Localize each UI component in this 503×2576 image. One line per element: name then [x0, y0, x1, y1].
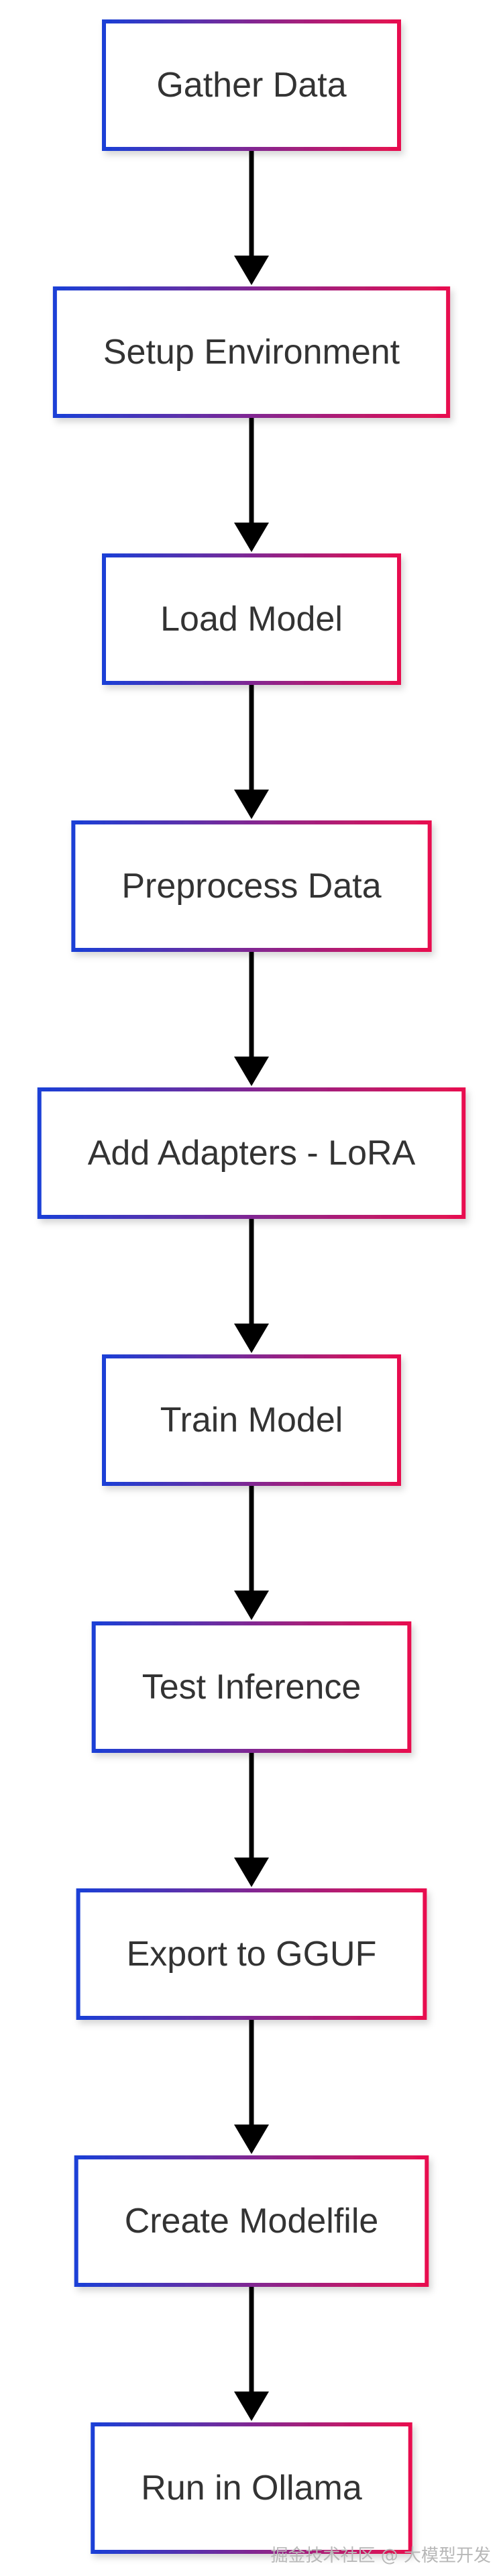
flow-node-box	[37, 1087, 466, 1219]
flow-node-box	[102, 1354, 401, 1486]
flow-node-box	[71, 820, 432, 952]
flow-node-label: Test Inference	[142, 1668, 361, 1707]
edges-layer	[234, 151, 269, 2421]
flow-node-box	[102, 19, 401, 151]
flow-edge-n8-n9	[234, 2020, 269, 2154]
arrow-head-icon	[234, 790, 269, 819]
arrow-head-icon	[234, 2392, 269, 2421]
flow-node-n9: Create Modelfile	[74, 2155, 429, 2287]
flow-node-label: Add Adapters - LoRA	[88, 1134, 416, 1173]
arrow-head-icon	[234, 2125, 269, 2154]
arrow-head-icon	[234, 1057, 269, 1086]
flow-node-box	[76, 1888, 427, 2020]
flow-node-n3: Load Model	[102, 553, 401, 685]
arrow-head-icon	[234, 1591, 269, 1620]
flow-edge-n4-n5	[234, 952, 269, 1086]
flow-node-box	[52, 286, 451, 418]
flow-node-label: Export to GGUF	[127, 1935, 377, 1974]
flow-node-box	[91, 1621, 412, 1753]
arrow-head-icon	[234, 523, 269, 552]
flow-node-label: Preprocess Data	[121, 867, 381, 906]
watermark: 掘金技术社区 @ 大模型开发	[270, 2546, 491, 2566]
arrow-head-icon	[234, 1324, 269, 1353]
flow-edge-n1-n2	[234, 151, 269, 285]
flow-node-box	[91, 2422, 412, 2554]
flow-node-n1: Gather Data	[102, 19, 401, 151]
flow-edge-n6-n7	[234, 1486, 269, 1620]
flow-node-box	[102, 553, 401, 685]
flow-edge-n2-n3	[234, 418, 269, 552]
flow-node-n8: Export to GGUF	[76, 1888, 427, 2020]
flow-node-n7: Test Inference	[91, 1621, 412, 1753]
flow-node-box	[74, 2155, 429, 2287]
flow-node-label: Gather Data	[156, 66, 346, 105]
flow-edge-n9-n10	[234, 2287, 269, 2421]
flow-node-n2: Setup Environment	[52, 286, 451, 418]
flow-node-n10: Run in Ollama	[91, 2422, 412, 2554]
flow-node-label: Load Model	[160, 600, 343, 639]
arrow-head-icon	[234, 1858, 269, 1887]
flow-node-label: Train Model	[160, 1401, 343, 1440]
flow-node-label: Run in Ollama	[141, 2469, 362, 2508]
flow-edge-n3-n4	[234, 685, 269, 819]
flow-node-n4: Preprocess Data	[71, 820, 432, 952]
flow-node-n6: Train Model	[102, 1354, 401, 1486]
flow-edge-n5-n6	[234, 1219, 269, 1353]
flow-node-label: Setup Environment	[103, 333, 400, 372]
flow-edge-n7-n8	[234, 1753, 269, 1887]
arrow-head-icon	[234, 256, 269, 285]
flow-node-label: Create Modelfile	[125, 2202, 379, 2241]
flow-node-n5: Add Adapters - LoRA	[37, 1087, 466, 1219]
